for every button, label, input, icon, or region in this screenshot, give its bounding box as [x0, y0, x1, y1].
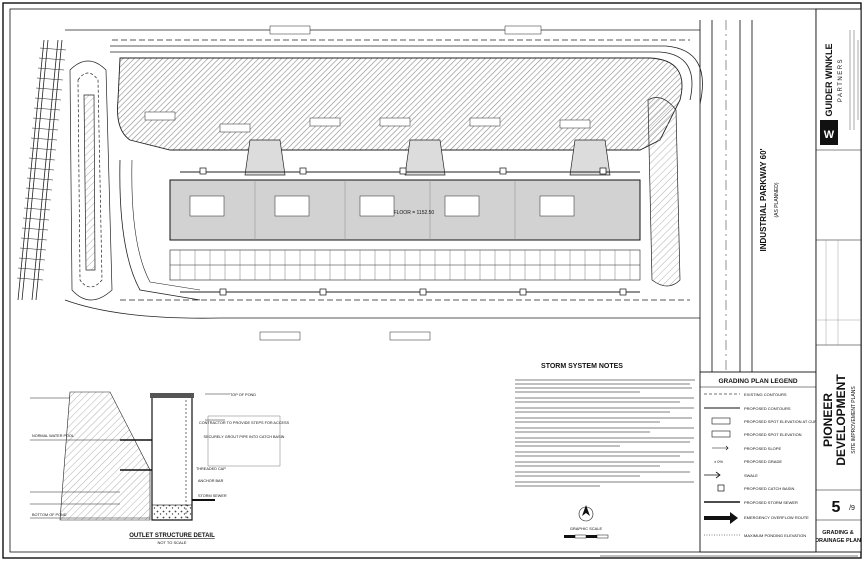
title-block: [815, 8, 862, 553]
legend-item: PROPOSED SPOT ELEVATION AT CURB: [711, 417, 820, 425]
detail-scale: NOT TO SCALE: [157, 540, 186, 545]
legend-item: MAXIMUM PONDING ELEVATION: [704, 533, 806, 538]
legend-item: SWALE: [704, 471, 758, 479]
firm-logo-icon: W: [820, 120, 838, 145]
svg-text:EMERGENCY OVERFLOW ROUTE: EMERGENCY OVERFLOW ROUTE: [744, 515, 809, 520]
loading-dock-islands: [244, 139, 611, 176]
pond-slope: [59, 391, 151, 521]
road-note-label: (AS PLANNED): [774, 182, 780, 217]
legend-item: PROPOSED SLOPE: [712, 445, 781, 451]
legend-item: PROPOSED CONTOURS: [704, 406, 791, 411]
legend-item: PROPOSED STORM SEWER: [704, 500, 798, 505]
graphic-scale-label: GRAPHIC SCALE: [570, 526, 603, 531]
svg-text:PROPOSED STORM SEWER: PROPOSED STORM SEWER: [744, 500, 798, 505]
sheet-title-1: GRADING &: [822, 530, 854, 536]
finish-floor-label: FINISH FLOOR = 1152.50: [376, 210, 435, 216]
storm-notes-title: STORM SYSTEM NOTES: [541, 363, 623, 370]
svg-text:W: W: [824, 129, 835, 141]
east-swale: [647, 97, 681, 287]
overflow-arrow-icon: [704, 512, 738, 524]
road-name-label: INDUSTRIAL PARKWAY 60': [759, 148, 768, 251]
callout-labels: [144, 25, 591, 341]
svg-text:SWALE: SWALE: [744, 473, 758, 478]
spot-elevation-icon: [711, 430, 731, 438]
detail-callout-2: SECURELY GROUT PIPE INTO CATCH BASIN: [204, 435, 285, 439]
detention-pond: [69, 60, 113, 301]
svg-text:MAXIMUM PONDING ELEVATION: MAXIMUM PONDING ELEVATION: [744, 533, 806, 538]
property-line: [64, 29, 700, 319]
project-name-2: DEVELOPMENT: [834, 374, 848, 466]
grade-icon: ± 0%: [714, 459, 724, 464]
slope-arrow-icon: [712, 445, 729, 451]
railroad-tracks: [16, 39, 67, 301]
svg-text:PROPOSED SPOT ELEVATION: PROPOSED SPOT ELEVATION: [744, 432, 802, 437]
svg-text:PROPOSED CATCH BASIN: PROPOSED CATCH BASIN: [744, 486, 794, 491]
structure-top: [150, 393, 194, 398]
svg-text:EXISTING CONTOURS: EXISTING CONTOURS: [744, 392, 787, 397]
swale-icon: [704, 471, 721, 479]
svg-text:PROPOSED SPOT ELEVATION AT CUR: PROPOSED SPOT ELEVATION AT CURB: [744, 419, 820, 424]
detail-callout-7: ANCHOR BAR: [198, 479, 224, 483]
firm-name-1: GUIDER WINKLE: [824, 44, 834, 117]
building-bays: [254, 180, 516, 240]
firm-name-2: PARTNERS: [838, 58, 844, 102]
plan-type: SITE IMPROVEMENT PLANS: [851, 386, 857, 454]
spot-elevation-curb-icon: [711, 417, 731, 425]
legend-title: GRADING PLAN LEGEND: [718, 378, 797, 385]
detail-callout-8: STORM SEWER: [198, 494, 227, 498]
legend-item: EMERGENCY OVERFLOW ROUTE: [704, 512, 809, 524]
svg-text:PROPOSED GRADE: PROPOSED GRADE: [744, 459, 782, 464]
west-drive: [119, 159, 201, 301]
north-parking-curb: [110, 45, 703, 105]
legend-item: PROPOSED SPOT ELEVATION: [711, 430, 802, 438]
catch-basin-icon: [717, 484, 725, 492]
north-arrow-icon: [578, 505, 594, 522]
outlet-structure-detail: [30, 391, 230, 521]
detail-callout-3: TOP OF POND: [230, 393, 256, 397]
west-drive-inner: [131, 159, 201, 291]
north-parking-pavement: [117, 57, 683, 151]
parking-stall-lines: [179, 250, 631, 280]
sheet-number: 5: [832, 499, 841, 516]
detail-callout-5: BOTTOM OF POND: [32, 513, 67, 517]
storm-notes-text: [515, 379, 695, 487]
legend-item: EXISTING CONTOURS: [704, 392, 787, 397]
graphic-scale-bar: [564, 534, 609, 539]
legend-item: ± 0% PROPOSED GRADE: [714, 459, 782, 464]
industrial-parkway: [699, 20, 753, 372]
detail-callout-4: NORMAL WATER POOL: [32, 434, 74, 438]
detail-callout-6: THREADED CAP: [196, 467, 226, 471]
sheet-total: /9: [849, 505, 855, 512]
catch-basins: [199, 167, 627, 296]
svg-text:PROPOSED CONTOURS: PROPOSED CONTOURS: [744, 406, 791, 411]
outlet-structure: [151, 394, 193, 521]
detail-callout-1: CONTRACTOR TO PROVIDE STEPS FOR ACCESS: [199, 421, 290, 425]
legend-box: [699, 371, 817, 553]
project-name-1: PIONEER: [821, 393, 835, 447]
detail-notes-box: [207, 415, 281, 467]
legend-rows: EXISTING CONTOURS PROPOSED CONTOURS PROP…: [704, 392, 820, 538]
legend-item: PROPOSED CATCH BASIN: [717, 484, 794, 492]
sheet-title-2: DRAINAGE PLAN: [815, 538, 861, 544]
detail-title: OUTLET STRUCTURE DETAIL: [129, 533, 215, 539]
svg-text:PROPOSED SLOPE: PROPOSED SLOPE: [744, 446, 781, 451]
